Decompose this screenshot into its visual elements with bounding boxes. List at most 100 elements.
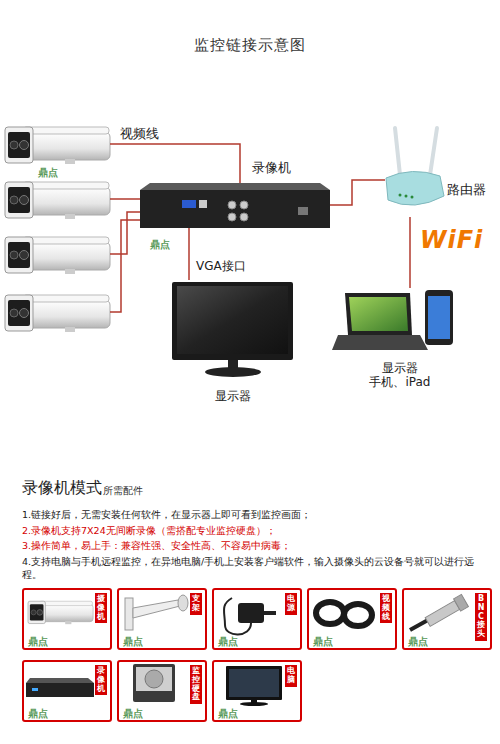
- router-drawing-part: [430, 128, 437, 175]
- recorder-drawing-part: [240, 201, 248, 209]
- camera: [28, 601, 93, 624]
- section-subheading: 所需配件: [103, 485, 143, 497]
- product-tag: 电脑: [285, 665, 297, 687]
- router-drawing-part: [395, 128, 400, 175]
- product-illustration-part: [32, 688, 38, 691]
- product-illustration-part: [133, 664, 175, 702]
- recorder-drawing-part: [140, 183, 330, 190]
- product-illustration-part: [410, 620, 428, 630]
- device-label: 显示器: [170, 388, 295, 405]
- watermark: 鼎点: [408, 635, 428, 649]
- video-wire-part: [110, 198, 140, 200]
- router-drawing: [386, 128, 444, 205]
- device-label: 录像机: [252, 159, 291, 177]
- monitor-device: 显示器: [170, 280, 295, 380]
- product-illustration-part: [224, 598, 251, 635]
- product-illustration-part: [240, 702, 268, 706]
- watermark: 鼎点: [123, 635, 143, 649]
- product-tag: 支架: [190, 593, 202, 615]
- client-devices: 显示器 手机、iPad: [340, 288, 460, 354]
- product-illustration-part-part: [454, 594, 469, 611]
- recorder-drawing-part: [298, 207, 308, 215]
- client-drawing-part: [425, 290, 453, 345]
- product-illustration-part: [424, 594, 468, 628]
- monitor-drawing-part: [177, 286, 288, 354]
- camera: [5, 237, 110, 274]
- camera: [5, 182, 110, 219]
- product-tag: 录像机: [95, 665, 107, 695]
- monitor-drawing: [172, 282, 293, 377]
- product-tag: 电源: [285, 593, 297, 615]
- device-label: 路由器: [447, 181, 486, 199]
- product-tag: 摄像机: [95, 593, 107, 623]
- product-tag: 监控硬盘: [190, 665, 202, 704]
- product-illustration-part: [125, 598, 133, 630]
- watermark: 鼎点: [150, 238, 170, 252]
- feature-note: 2.录像机支持7X24无间断录像（需搭配专业监控硬盘）；: [22, 524, 492, 537]
- feature-note: 4.支持电脑与手机远程监控，在异地电脑/手机上安装客户端软件，输入摄像头的云设备…: [22, 555, 492, 581]
- product-illustration-part: [238, 603, 264, 623]
- product-illustration-part: [26, 678, 94, 683]
- router-drawing-part: [386, 171, 444, 205]
- recorder-drawing: [140, 183, 330, 228]
- router-drawing-part: [405, 195, 408, 198]
- recorder-device: 录像机: [140, 183, 330, 228]
- router-drawing-part: [399, 194, 402, 197]
- video-wire-part: [110, 220, 140, 312]
- camera-group: [5, 127, 110, 332]
- product-illustration-part: [133, 600, 180, 618]
- client-drawing-part: [332, 335, 428, 350]
- client-drawing-part: [349, 297, 408, 331]
- wire-connector: [409, 217, 411, 288]
- camera: [5, 127, 110, 164]
- video-wire-part: [110, 144, 240, 183]
- watermark: 鼎点: [28, 707, 48, 721]
- section-heading: 录像机模式: [22, 478, 102, 498]
- feature-note: 1.链接好后，无需安装任何软件，在显示器上即可看到监控画面；: [22, 508, 492, 521]
- watermark: 鼎点: [123, 707, 143, 721]
- client-drawing-part: [428, 296, 450, 339]
- product-illustration-part: [26, 683, 94, 697]
- product-illustration-part: [316, 602, 344, 624]
- diagram-title: 监控链接示意图: [0, 36, 500, 55]
- watermark: 鼎点: [218, 707, 238, 721]
- product-illustration-part: [229, 669, 279, 697]
- client-drawing: [332, 290, 453, 350]
- video-wire-part: [110, 212, 140, 254]
- device-label: 显示器 手机、iPad: [365, 361, 435, 389]
- product-illustration-part: [178, 595, 188, 611]
- product-tag: 视频线: [380, 593, 392, 623]
- product-illustration-part: [344, 604, 372, 626]
- product-illustration-part-part: [425, 601, 459, 627]
- recorder-drawing-part: [228, 201, 236, 209]
- recorder-drawing-part: [182, 200, 196, 208]
- monitor-drawing-part: [172, 282, 293, 360]
- recorder-drawing-part: [228, 213, 236, 221]
- product-illustration-part: [145, 670, 163, 688]
- monitor-drawing-part: [205, 367, 261, 377]
- camera: [5, 295, 110, 332]
- router-drawing-part: [411, 196, 414, 199]
- router-device: 路由器: [385, 125, 440, 217]
- wifi-logo: WiFi: [420, 226, 483, 254]
- wire-label: 视频线: [120, 125, 159, 143]
- wire-connector: [330, 180, 385, 205]
- feature-note: 3.操作简单，易上手：兼容性强、安全性高、不容易中病毒；: [22, 539, 492, 552]
- edge-label: VGA接口: [195, 258, 247, 275]
- watermark: 鼎点: [313, 635, 333, 649]
- product-illustration-part: [264, 611, 276, 615]
- watermark: 鼎点: [218, 635, 238, 649]
- recorder-drawing-part: [199, 200, 207, 208]
- recorder-drawing-part: [140, 190, 330, 228]
- watermark: 鼎点: [38, 166, 58, 180]
- recorder-drawing-part: [240, 213, 248, 221]
- client-drawing-part: [345, 293, 412, 335]
- wire-connector: [188, 228, 190, 280]
- product-tag: BNC接头: [475, 593, 487, 641]
- product-illustration-part: [136, 667, 172, 691]
- watermark: 鼎点: [28, 635, 48, 649]
- product-illustration-part: [226, 666, 282, 700]
